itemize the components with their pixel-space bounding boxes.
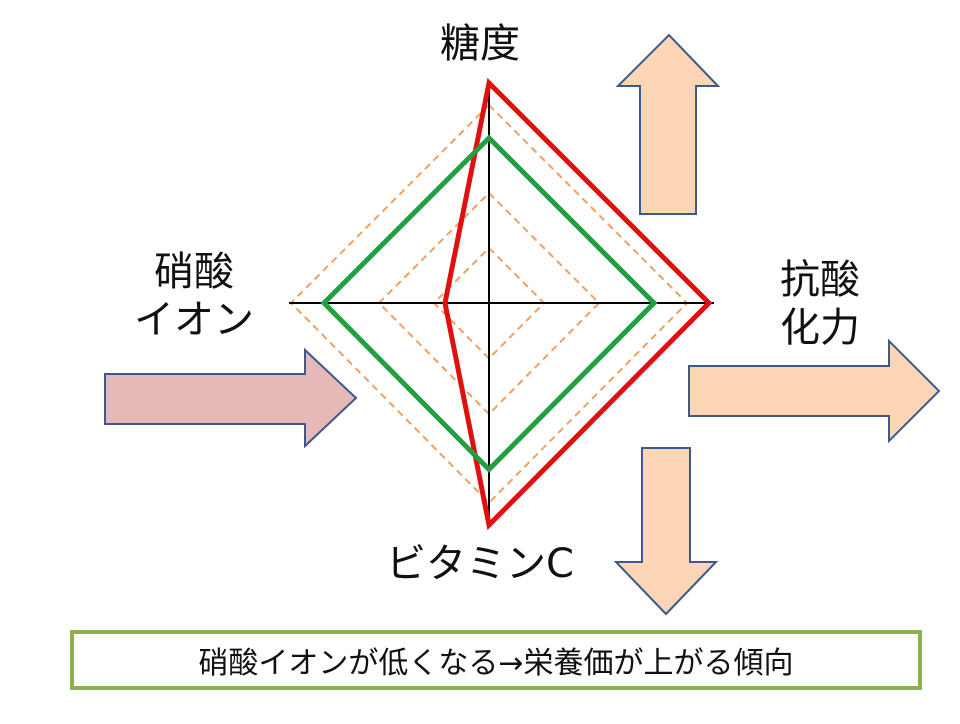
grid-diamond-4 [289,103,689,505]
axis-label-vitamin-c: ビタミンC [386,541,574,587]
arrow-sugar-up [615,33,721,215]
conclusion-box: 硝酸イオンが低くなる→栄養価が上がる傾向 [70,630,922,690]
axis-label-nitrate-line1: 硝酸 [154,249,234,295]
arrow-vitamin-c-down [613,447,719,616]
grid-diamond-1 [432,246,546,360]
arrow-antioxidant-right [688,338,941,444]
arrow-nitrate-right [104,347,358,449]
red-shape [442,77,713,531]
axis-label-antioxidant-line1: 抗酸 [780,257,860,303]
grid-diamond-2 [377,191,601,416]
green-shape [320,134,658,474]
axis-label-sugar: 糖度 [440,21,520,67]
axis-label-nitrate-line2: イオン [134,297,254,343]
axis-label-antioxidant: 抗酸 化力 [780,256,860,352]
axis-label-nitrate: 硝酸 イオン [134,248,254,344]
axis-label-antioxidant-line2: 化力 [780,305,860,351]
conclusion-text: 硝酸イオンが低くなる→栄養価が上がる傾向 [198,646,794,681]
